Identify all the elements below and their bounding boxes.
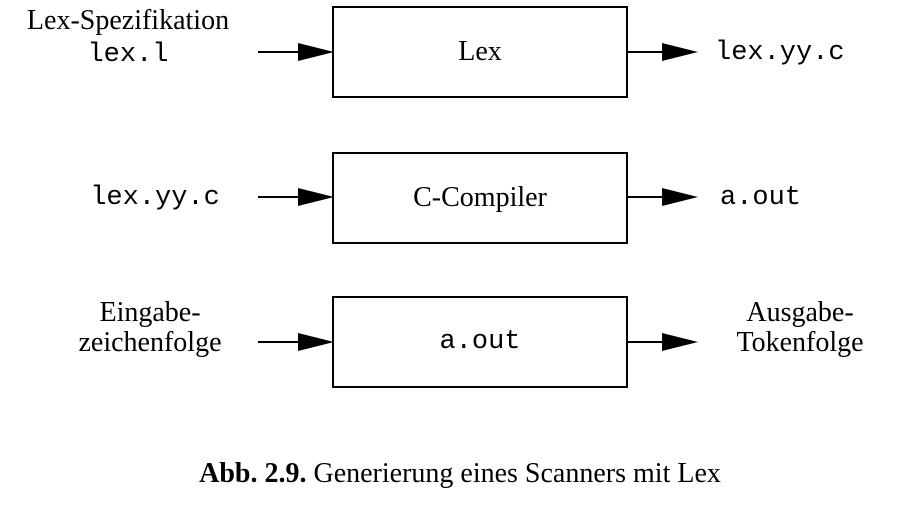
row3-input: Eingabe- zeichenfolge — [40, 298, 260, 358]
caption-label: Abb. 2.9. — [199, 458, 307, 489]
row3-input-line1: Eingabe- — [99, 297, 201, 328]
lex-box-label: Lex — [458, 36, 502, 67]
row3-output: Ausgabe- Tokenfolge — [700, 298, 900, 358]
caption-text: Generierung eines Scanners mit Lex — [306, 458, 721, 489]
compiler-box-label: C-Compiler — [413, 182, 547, 213]
row3-output-line2: Tokenfolge — [736, 327, 864, 358]
figure-caption: Abb. 2.9. Generierung eines Scanners mit… — [0, 458, 920, 490]
row2-output: a.out — [720, 183, 802, 213]
arrow-input-to-aout — [258, 333, 334, 351]
row1-output: lex.yy.c — [715, 38, 845, 68]
row1-input: Lex-Spezifikation — [8, 6, 248, 36]
arrow-compiler-to-output — [626, 188, 698, 206]
row1-input-line2: lex.l — [87, 40, 169, 70]
row1-input-file: lex.l — [8, 40, 248, 70]
lex-box: Lex — [332, 6, 628, 98]
arrow-input-to-lex — [258, 43, 334, 61]
row3-input-line2: zeichenfolge — [78, 327, 222, 358]
arrow-input-to-compiler — [258, 188, 334, 206]
compiler-box: C-Compiler — [332, 152, 628, 244]
arrow-lex-to-output — [626, 43, 698, 61]
row3-output-line1: Ausgabe- — [746, 297, 854, 328]
row1-input-line1: Lex-Spezifikation — [26, 5, 230, 36]
aout-box: a.out — [332, 296, 628, 388]
aout-box-label: a.out — [439, 327, 521, 357]
row2-input: lex.yy.c — [90, 183, 220, 213]
arrow-aout-to-output — [626, 333, 698, 351]
